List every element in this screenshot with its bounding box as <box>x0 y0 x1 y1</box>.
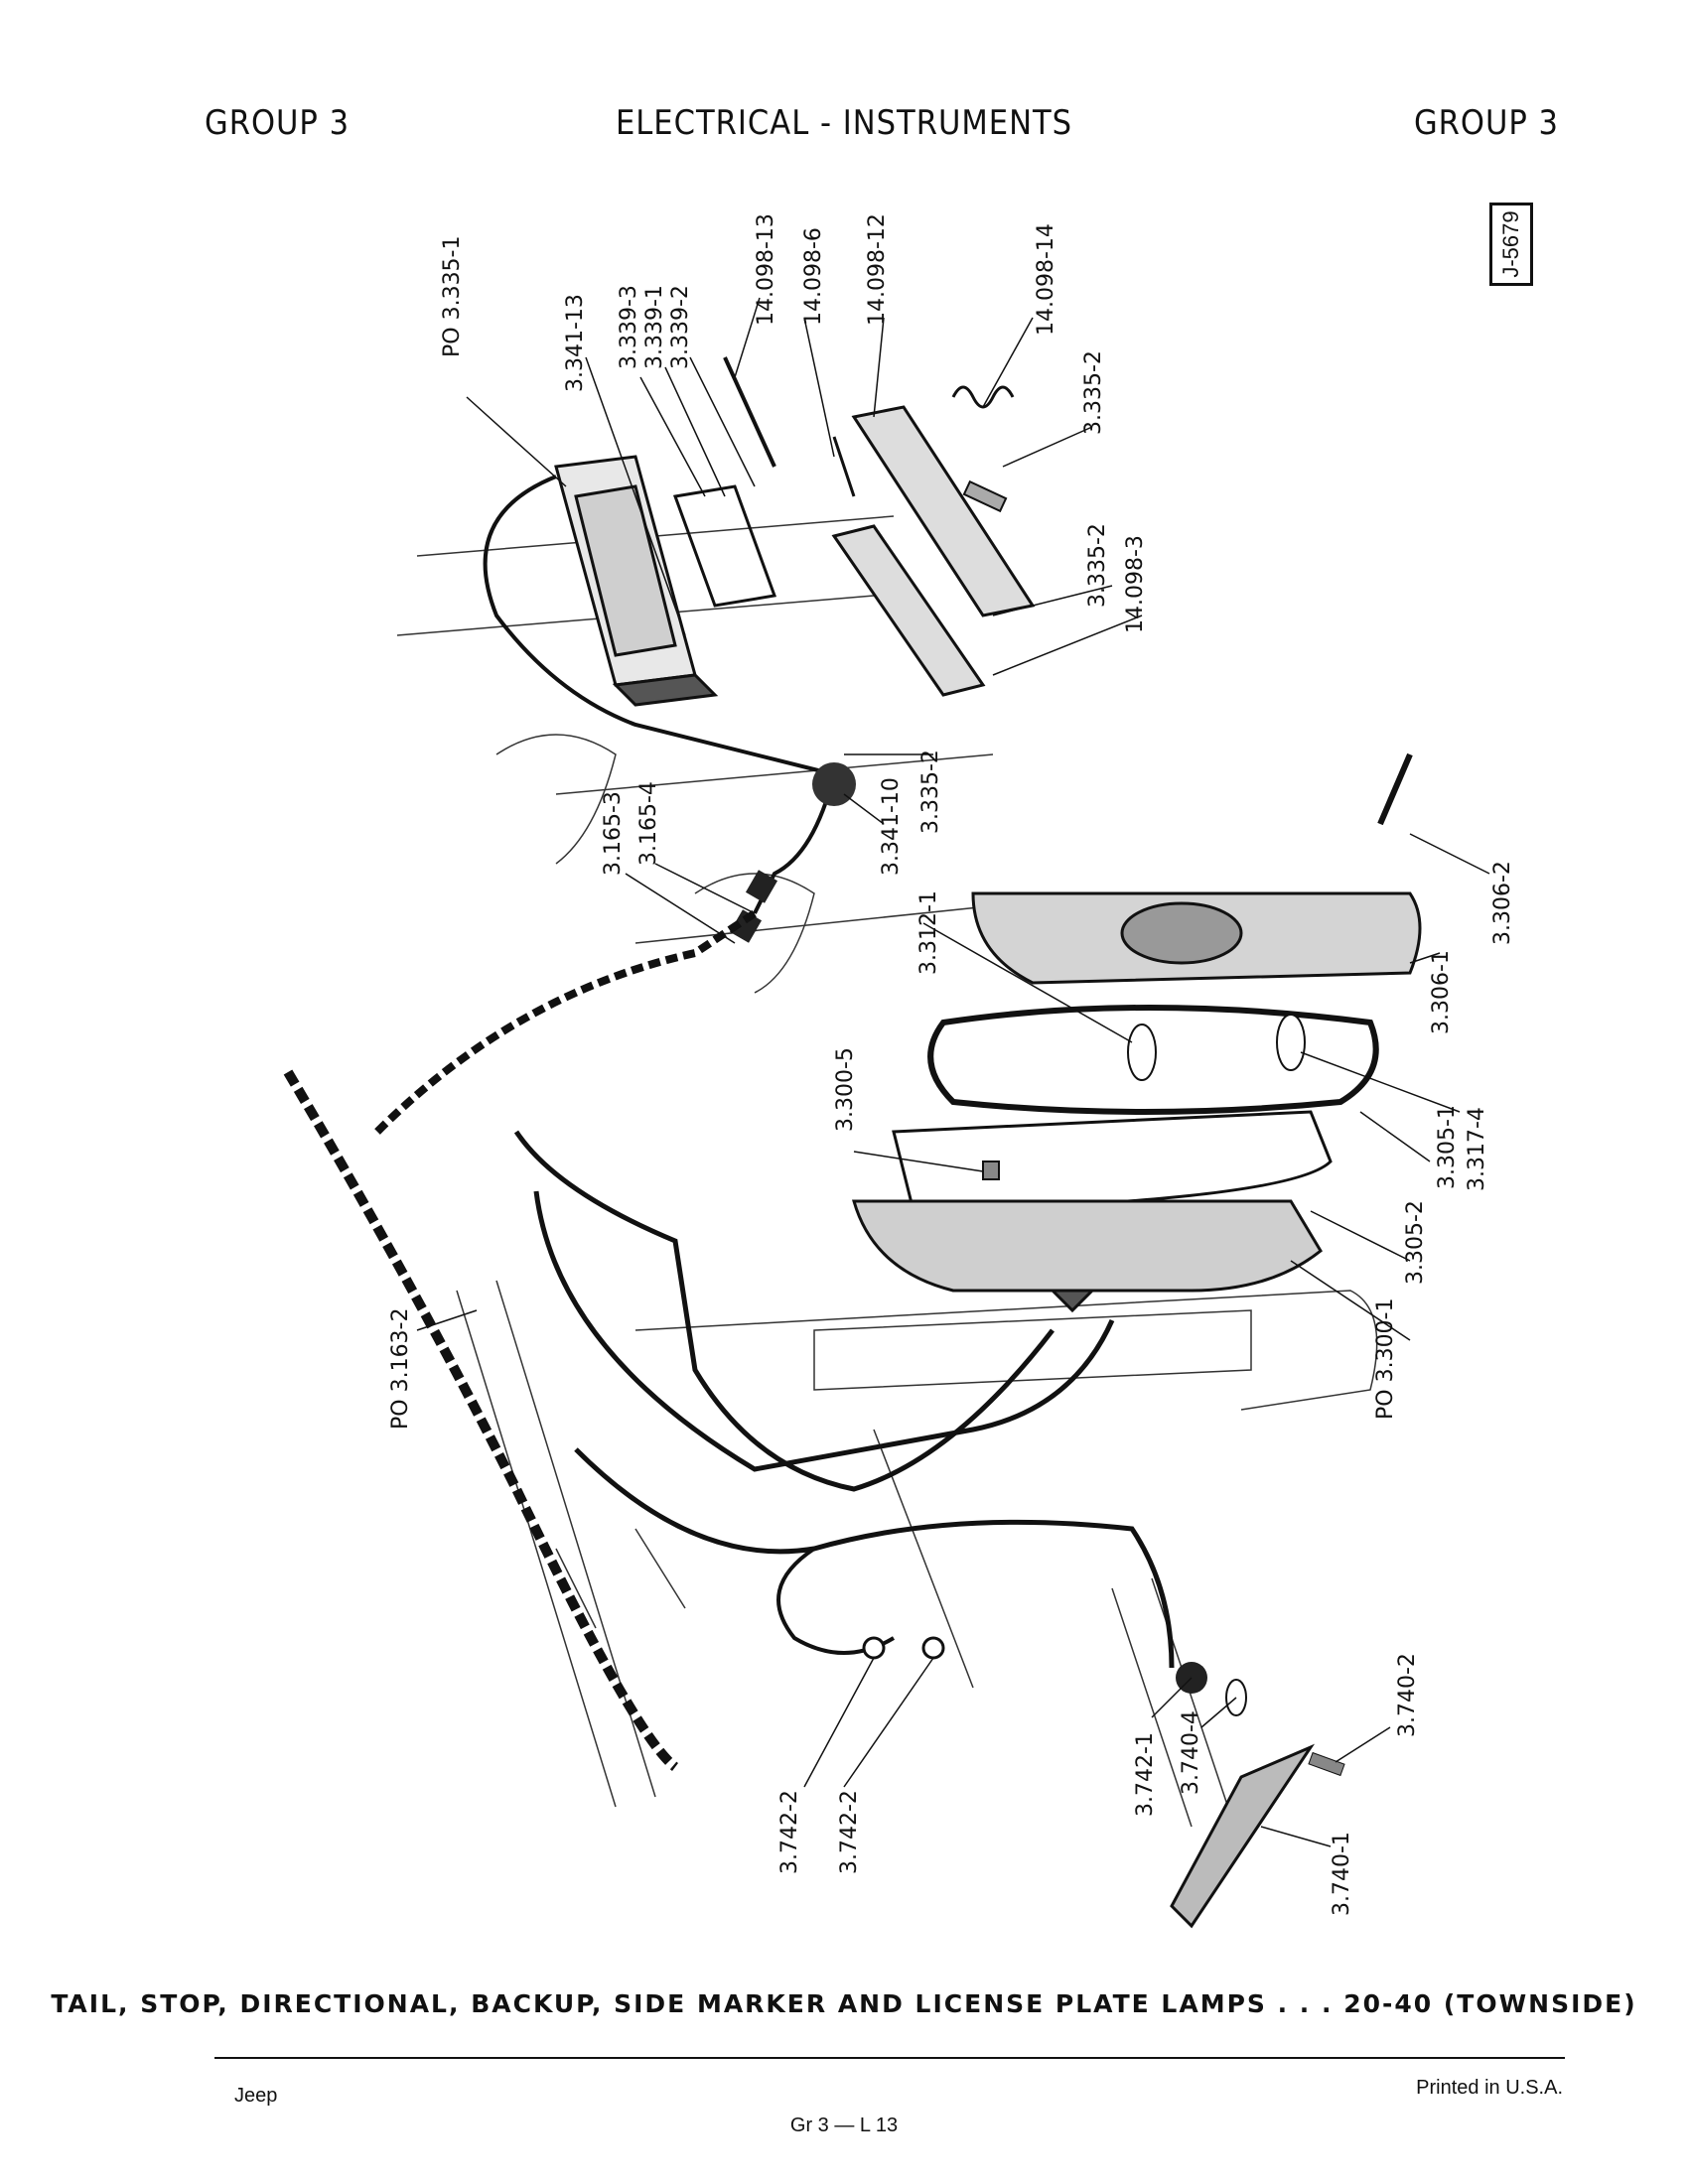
leader-lines <box>416 297 1490 1847</box>
harness-branch-1 <box>374 909 758 1135</box>
callout-label: 3.740-2 <box>1395 1653 1420 1737</box>
callout-labels: PO 3.335-1 3.341-13 3.339-3 3.339-1 3.33… <box>388 213 1515 1916</box>
callout-label: 3.306-2 <box>1490 861 1515 945</box>
tail-lamp-housing <box>852 1199 1323 1313</box>
harness-branch-3 <box>533 1190 1115 1472</box>
callout-label: 3.305-1 <box>1435 1105 1460 1189</box>
callout-label: 3.306-1 <box>1429 950 1454 1034</box>
ground-eyelet-1 <box>862 1636 886 1660</box>
long-bolt <box>723 356 776 468</box>
truck-bed-outline <box>396 515 1378 1828</box>
callout-label: 14.098-12 <box>865 213 890 326</box>
header-group-right: GROUP 3 <box>1413 103 1559 143</box>
ground-wire <box>776 1547 896 1655</box>
side-marker-lens <box>1170 1743 1316 1929</box>
screw-300-5 <box>982 1160 1000 1180</box>
callout-label: 14.098-3 <box>1123 535 1148 633</box>
callout-label: 3.335-2 <box>1085 523 1110 608</box>
callout-label: 3.317-4 <box>1465 1107 1489 1191</box>
callout-label: 3.339-2 <box>668 285 693 369</box>
callout-label: PO 3.300-1 <box>1373 1298 1398 1421</box>
footer-printed: Printed in U.S.A. <box>1416 2077 1563 2099</box>
license-lamp-wire <box>483 475 837 914</box>
callout-label: 3.300-5 <box>833 1047 858 1132</box>
pin <box>832 436 856 497</box>
callout-label: 3.312-1 <box>916 890 941 975</box>
footer-rule <box>214 2057 1565 2059</box>
callout-label: 3.341-10 <box>879 777 904 876</box>
bulb-gasket <box>927 1005 1379 1115</box>
callout-label: 3.740-1 <box>1330 1832 1354 1916</box>
grommet <box>812 762 856 806</box>
header-group-left: GROUP 3 <box>205 103 351 143</box>
callout-label: 14.098-13 <box>754 213 778 326</box>
callout-label: 3.339-1 <box>642 285 667 369</box>
callout-label: 3.742-1 <box>1133 1732 1158 1817</box>
header-section-title: ELECTRICAL - INSTRUMENTS <box>615 103 1073 143</box>
callout-label: 3.740-4 <box>1179 1710 1203 1795</box>
callout-label: 3.305-2 <box>1403 1200 1428 1285</box>
callout-label: 3.341-13 <box>563 294 588 392</box>
figure-caption: TAIL, STOP, DIRECTIONAL, BACKUP, SIDE MA… <box>51 1989 1637 2018</box>
screw-306-2 <box>1377 752 1413 826</box>
callout-label: 3.742-2 <box>837 1790 862 1874</box>
bulb-2 <box>1276 1014 1306 1071</box>
footer-page-number: Gr 3 — L 13 <box>789 2115 899 2136</box>
callout-label: PO 3.163-2 <box>388 1308 413 1431</box>
screw <box>962 479 1008 513</box>
tail-lamp-lens <box>971 891 1422 985</box>
callout-label: 3.335-2 <box>918 750 943 834</box>
callout-label: 3.339-3 <box>617 285 641 369</box>
callout-label: 3.165-4 <box>636 781 661 866</box>
marker-screw <box>1308 1751 1345 1777</box>
connector-a <box>745 870 778 903</box>
ground-eyelet-2 <box>921 1636 945 1660</box>
footer-brand: Jeep <box>234 2085 278 2107</box>
callout-label: 3.165-3 <box>601 791 626 876</box>
figure-id-box: J-5679 <box>1489 203 1533 286</box>
harness-branch-2 <box>513 1130 1055 1492</box>
license-lamp-housing <box>554 455 777 707</box>
callout-label: 14.098-6 <box>801 227 826 326</box>
parts-diagram: PO 3.335-1 3.341-13 3.339-3 3.339-1 3.33… <box>283 213 1515 1929</box>
spring-icon <box>951 385 1015 409</box>
bulb-1 <box>1127 1024 1157 1081</box>
callout-label: 3.742-2 <box>777 1790 802 1874</box>
main-harness <box>283 1069 679 1771</box>
callout-label: 3.335-2 <box>1081 350 1106 435</box>
callout-label: 14.098-14 <box>1034 223 1058 336</box>
callout-label: PO 3.335-1 <box>440 236 465 358</box>
license-bracket <box>831 405 1036 697</box>
lens-gasket <box>892 1110 1333 1213</box>
harness-branch-4 <box>574 1447 1175 1669</box>
